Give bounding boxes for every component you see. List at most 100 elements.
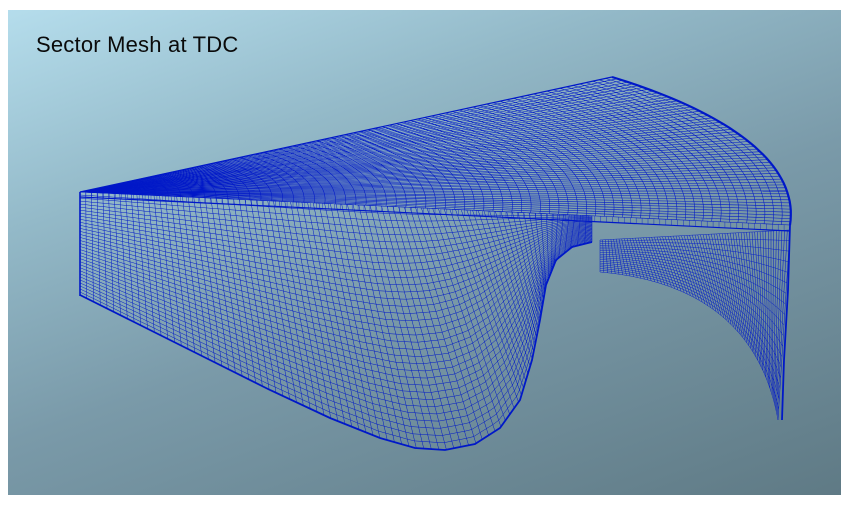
mesh-top-arc-line (533, 93, 687, 221)
mesh-front-horizontal-line (79, 240, 593, 436)
mesh-top-arc-line (566, 86, 731, 223)
mesh-top-arc-line (331, 137, 417, 208)
mesh-top-radial-line (79, 191, 791, 223)
mesh-top-arc-line (452, 111, 578, 216)
mesh-wall-horizontal-line (599, 271, 779, 421)
mesh-top-arc-line (360, 131, 456, 210)
mesh-top-arc-line (431, 115, 551, 214)
mesh-top-arc-line (403, 121, 513, 213)
mesh-wall-horizontal-line (599, 255, 785, 326)
mesh-top-arc-line (294, 145, 367, 206)
mesh-top-radial-line (79, 191, 791, 219)
mesh-wall-horizontal-line (600, 250, 787, 294)
mesh-front-horizontal-line (79, 224, 593, 293)
mesh-top-arc-line (346, 134, 436, 209)
mesh-wall-horizontal-line (599, 253, 785, 315)
mesh-top-arc-line (424, 117, 541, 214)
mesh-top-arc-line (164, 173, 193, 198)
mesh-top-radial-line (79, 191, 791, 207)
mesh-top-arc-line (301, 143, 377, 206)
mesh-top-arc-line (367, 129, 466, 210)
mesh-front-horizontal-line (79, 230, 593, 343)
mesh-front-horizontal-line (79, 233, 593, 372)
mesh-top-arc-line (231, 158, 283, 202)
mesh-top-arc-line (278, 148, 347, 205)
mesh-top-arc-line (223, 160, 273, 201)
mesh-bowl-edge (79, 241, 593, 451)
mesh-front-horizontal-line (79, 238, 593, 422)
mesh-front-horizontal-line (79, 235, 593, 393)
mesh-top-radial-line (79, 178, 782, 193)
mesh-top-arc-line (316, 140, 397, 207)
mesh-front-horizontal-line (79, 234, 593, 379)
mesh-front-horizontal-line (79, 222, 593, 278)
mesh-front-horizontal-line (79, 226, 593, 307)
mesh-top-arc-line (539, 92, 695, 221)
mesh-top-arc-line (239, 157, 294, 202)
mesh-top-radial-line (79, 191, 790, 204)
mesh-wall-horizontal-line (599, 259, 783, 347)
mesh-top-arc-line (410, 120, 523, 213)
mesh-top-arc-line (445, 112, 569, 215)
mesh-top-arc-line (417, 118, 532, 213)
viewport-title: Sector Mesh at TDC (36, 32, 239, 57)
mesh-top-arc-line (465, 108, 597, 216)
mesh-top-arc-line (207, 164, 251, 200)
mesh-top-arc-line (592, 80, 766, 224)
mesh-wall-horizontal-line (599, 257, 784, 336)
mesh-top-edge (79, 76, 613, 193)
mesh-front-horizontal-line (79, 219, 593, 271)
mesh-front-horizontal-line (79, 237, 593, 415)
mesh-wall-horizontal-line (599, 266, 781, 389)
mesh-front-horizontal-line (79, 200, 593, 229)
mesh-wall-horizontal-line (599, 238, 790, 243)
mesh-top-arc-line (579, 83, 748, 224)
mesh-front-horizontal-line (79, 203, 592, 236)
mesh-front-horizontal-line (79, 197, 593, 222)
mesh-rim-edge (611, 75, 792, 226)
mesh-top-arc-line (459, 109, 587, 216)
mesh-top-arc-line (585, 82, 757, 224)
mesh-front-horizontal-line (79, 234, 593, 386)
mesh-top-arc-line (396, 123, 504, 212)
mesh-top-arc-line (271, 150, 336, 204)
mesh-wall-horizontal-line (599, 262, 782, 368)
mesh-top-arc-line (499, 100, 642, 219)
mesh-top-arc-line (472, 106, 606, 217)
mesh-wall-horizontal-line (599, 252, 786, 305)
mesh-top-arc-line (520, 96, 669, 220)
mesh-top-arc-line (263, 152, 326, 204)
mesh-front-horizontal-line (79, 215, 593, 264)
mesh-front-horizontal-line (79, 229, 593, 336)
mesh-top-arc-line (172, 171, 205, 198)
mesh-top-radial-line (79, 156, 766, 193)
mesh-top-arc-line (215, 162, 262, 201)
mesh-top-arc-line (526, 95, 678, 220)
mesh-front-horizontal-line (79, 225, 593, 300)
mesh-top-arc-line (506, 99, 651, 219)
mesh-top-arc-line (105, 186, 115, 194)
mesh-front-horizontal-line (79, 239, 593, 429)
mesh-top-radial-line (79, 191, 791, 210)
mesh-wall-horizontal-line (599, 242, 789, 252)
mesh-top-arc-line (553, 89, 713, 222)
mesh-top-arc-line (126, 181, 143, 195)
mesh-top-arc-line (479, 105, 615, 217)
mesh-top-arc-line (94, 188, 100, 193)
mesh-front-horizontal-line (79, 237, 593, 407)
mesh-top-arc-line (286, 147, 357, 205)
mesh-top-arc-line (513, 98, 660, 219)
mesh-top-arc-line (247, 155, 305, 203)
mesh-top-arc-line (116, 183, 130, 195)
mesh-top-arc-line (572, 85, 739, 223)
mesh-front-horizontal-line (79, 191, 593, 217)
mesh-front-horizontal-line (79, 227, 593, 314)
mesh-wall-horizontal-line (600, 244, 789, 262)
mesh-top-arc-line (353, 132, 446, 210)
mesh-top-arc-line (493, 102, 633, 218)
mesh-ribbon-edge (79, 196, 791, 232)
mesh-top-arc-line (382, 126, 485, 211)
mesh-wall-horizontal-line (599, 261, 783, 357)
mesh-front-horizontal-line (79, 224, 593, 286)
